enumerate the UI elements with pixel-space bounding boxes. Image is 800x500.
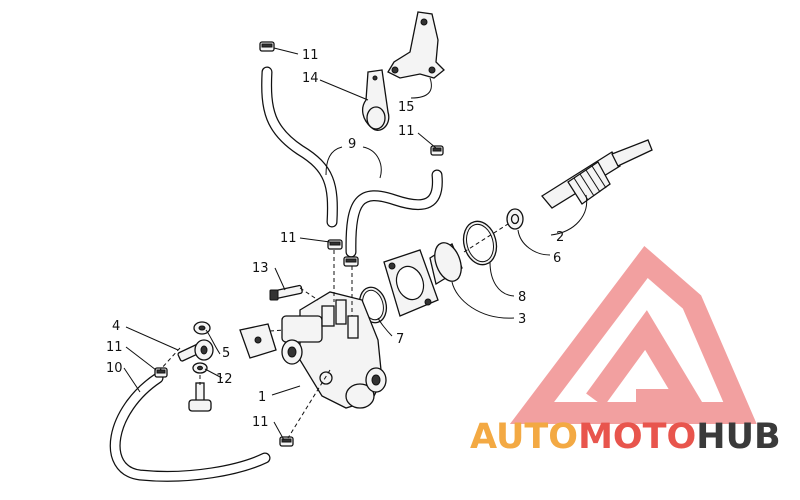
clamp-lower-left bbox=[154, 367, 168, 378]
leader-lines bbox=[123, 47, 588, 441]
washer bbox=[506, 208, 524, 230]
callout-11-lower-right-clamp: 11 bbox=[252, 415, 269, 430]
callout-4-banjo-bolt: 4 bbox=[112, 319, 120, 334]
callout-9-hoses: 9 bbox=[348, 137, 356, 152]
hose-upper-left bbox=[261, 66, 338, 228]
callout-8-o-ring: 8 bbox=[518, 290, 526, 305]
watermark-brand-text: AUTOMOTOHUB bbox=[470, 417, 781, 457]
callouts: 11 14 15 9 11 11 13 2 6 8 3 7 4 11 10 5 … bbox=[106, 48, 564, 430]
brand-auto: AUTO bbox=[470, 417, 578, 457]
bolt-13 bbox=[269, 284, 303, 301]
callout-14-cable-guide: 14 bbox=[302, 71, 319, 86]
washer-12 bbox=[192, 362, 208, 374]
callout-11-lower-left-clamp: 11 bbox=[106, 340, 123, 355]
cable-guide bbox=[361, 69, 390, 131]
watermark-logo-mark bbox=[509, 245, 757, 424]
callout-15-bracket: 15 bbox=[398, 100, 415, 115]
o-ring-large bbox=[462, 220, 498, 266]
callout-3-housing: 3 bbox=[518, 312, 526, 327]
callout-13-bolt: 13 bbox=[252, 261, 269, 276]
oil-pump-body bbox=[239, 291, 387, 409]
hose-upper-right bbox=[345, 169, 443, 258]
mounting-bracket bbox=[387, 11, 445, 79]
banjo-bolt bbox=[177, 339, 214, 362]
clamp-mid-left bbox=[327, 239, 343, 250]
callout-2-drive-shaft: 2 bbox=[556, 230, 564, 245]
pump-housing bbox=[383, 242, 463, 317]
callout-1-pump-body: 1 bbox=[258, 390, 266, 405]
callout-11-mid-clamps: 11 bbox=[280, 231, 297, 246]
callout-11-top-clamp: 11 bbox=[302, 48, 319, 63]
brand-hub: HUB bbox=[696, 417, 780, 457]
callout-12-washer: 12 bbox=[216, 372, 233, 387]
hose-lower bbox=[109, 372, 271, 482]
callout-6-washer: 6 bbox=[553, 251, 561, 266]
drive-shaft bbox=[541, 139, 653, 209]
callout-11-right-clamp: 11 bbox=[398, 124, 415, 139]
clamp-right bbox=[430, 145, 444, 156]
clamp-top bbox=[259, 41, 275, 52]
callout-7-o-ring: 7 bbox=[396, 332, 404, 347]
clamp-lower-right bbox=[279, 436, 294, 447]
callout-10-hose: 10 bbox=[106, 361, 123, 376]
brand-moto: MOTO bbox=[578, 417, 696, 457]
washer-5 bbox=[193, 321, 211, 335]
clamp-mid-right bbox=[343, 256, 359, 267]
bolt-lower bbox=[188, 382, 212, 412]
assembly-dashed-lines bbox=[159, 223, 509, 439]
callout-5-washer: 5 bbox=[222, 346, 230, 361]
